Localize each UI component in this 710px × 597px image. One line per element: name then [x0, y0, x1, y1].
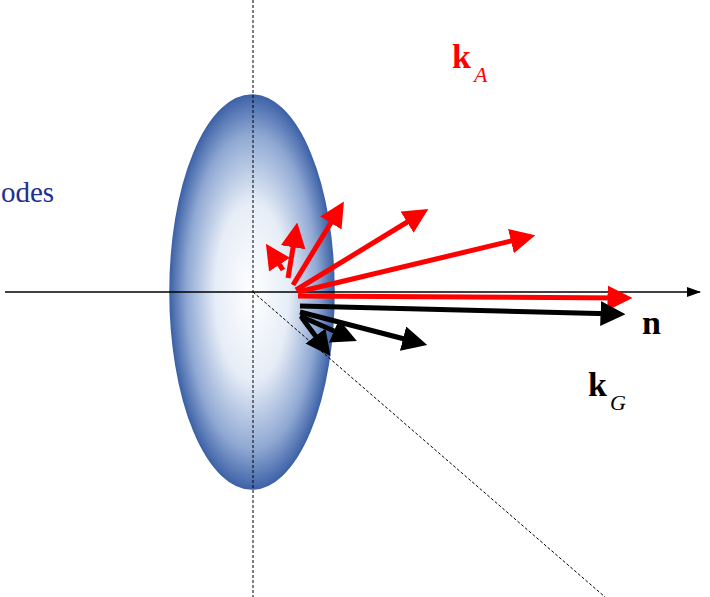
partial-heading: odes	[1, 178, 54, 207]
vector-subscript: A	[474, 64, 487, 86]
vector-symbol: k	[452, 40, 471, 74]
vector-symbol: k	[588, 368, 607, 402]
vertical-dashed-axis	[253, 0, 254, 597]
normal-axis	[5, 291, 700, 293]
normal-symbol: n	[642, 306, 661, 340]
red-wave-vectors	[270, 208, 625, 298]
diagonal-dashed-line	[253, 292, 605, 597]
black-wave-vectors	[300, 306, 618, 350]
vector-subscript: G	[610, 392, 626, 414]
